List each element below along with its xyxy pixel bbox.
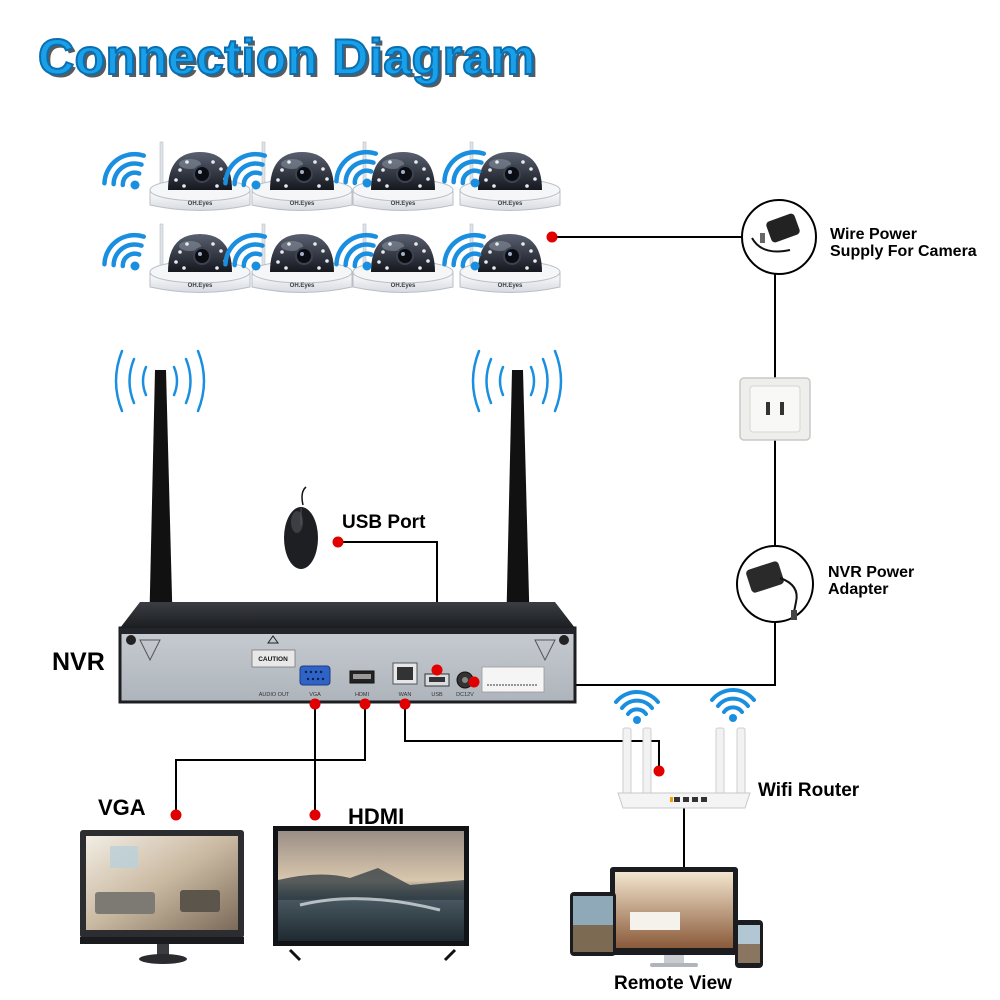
hdmi-connector-dot bbox=[359, 698, 371, 710]
nvr-power-adapter-icon bbox=[736, 545, 814, 623]
wifi-icon bbox=[614, 689, 660, 726]
vga-label: VGA bbox=[98, 795, 146, 820]
wire-power-label: Wire Power Supply For Camera bbox=[830, 226, 977, 260]
hdmi-label: HDMI bbox=[348, 804, 405, 829]
dc-port-label: DC12V bbox=[456, 692, 474, 698]
audio-out-label: AUDIO OUT bbox=[259, 692, 290, 698]
page-title: Connection Diagram bbox=[37, 28, 536, 86]
hdmi-tv bbox=[273, 826, 469, 962]
hdmi-line bbox=[175, 704, 366, 815]
wire-power-label-line2: Supply For Camera bbox=[830, 243, 977, 260]
wifi-icon bbox=[438, 144, 484, 188]
camera-connector-dot bbox=[546, 231, 558, 243]
caution-label: CAUTION bbox=[258, 656, 288, 663]
vga-monitor-connector-dot bbox=[170, 809, 182, 821]
usb-port-label: USB bbox=[431, 692, 443, 698]
wan-port-label: WAN bbox=[399, 692, 412, 698]
remote-view-label: Remote View bbox=[614, 973, 732, 994]
connection-lines bbox=[175, 236, 776, 867]
wan-connector-dot bbox=[399, 698, 411, 710]
wifi-icon bbox=[438, 227, 484, 271]
wifi-icon bbox=[98, 146, 144, 190]
wan-line bbox=[404, 704, 660, 771]
vga-port-label: VGA bbox=[309, 692, 321, 698]
nvr-device: CAUTION AUDIO OUT VGA HDMI WAN USB DC12V bbox=[114, 349, 577, 704]
wifi-router-label: Wifi Router bbox=[758, 780, 860, 801]
usb-mouse-icon bbox=[284, 486, 318, 569]
dc-connector-dot bbox=[468, 676, 480, 688]
wifi-icon bbox=[98, 227, 144, 271]
mouse-connector-dot bbox=[332, 536, 344, 548]
wifi-icon bbox=[330, 227, 376, 271]
vga-connector-dot bbox=[309, 698, 321, 710]
nvr-label: NVR bbox=[52, 648, 105, 676]
vga-monitor bbox=[80, 830, 244, 964]
wire-power-supply-icon bbox=[741, 199, 817, 275]
nvr-power-label: NVR Power Adapter bbox=[828, 564, 914, 598]
nvr-power-label-line2: Adapter bbox=[828, 581, 889, 598]
usb-connector-dot bbox=[431, 664, 443, 676]
nvr-power-label-line1: NVR Power bbox=[828, 564, 915, 581]
wall-socket-icon bbox=[739, 377, 811, 441]
remote-view-devices bbox=[570, 867, 763, 968]
hdmi-tv-connector-dot bbox=[309, 809, 321, 821]
connector-dots bbox=[170, 231, 665, 821]
wifi-router bbox=[614, 687, 756, 809]
wire-power-label-line1: Wire Power bbox=[830, 226, 917, 243]
usb-port-label: USB Port bbox=[342, 512, 426, 533]
wifi-icon bbox=[330, 144, 376, 188]
hdmi-port-label: HDMI bbox=[355, 692, 370, 698]
router-connector-dot bbox=[653, 765, 665, 777]
wifi-icon bbox=[710, 687, 756, 724]
